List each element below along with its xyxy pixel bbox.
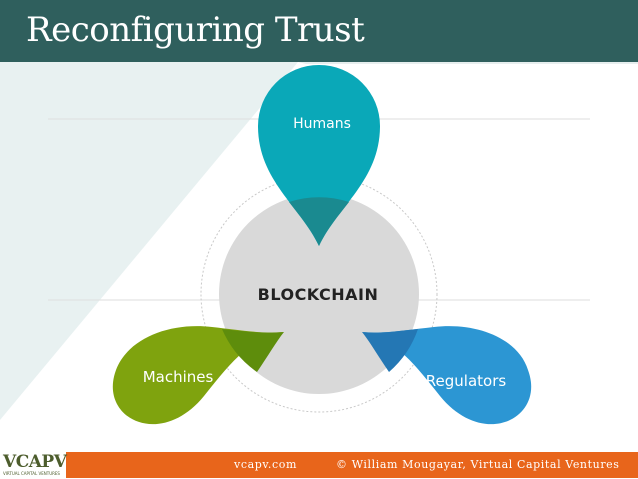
humans-label: Humans (293, 116, 351, 132)
machines-label: Machines (143, 368, 214, 386)
footer-copyright: © William Mougayar, Virtual Capital Vent… (336, 458, 620, 471)
logo-subtext: VIRTUAL CAPITAL VENTURES (3, 471, 60, 476)
slide-title: Reconfiguring Trust (26, 10, 365, 50)
footer-bar (66, 452, 638, 478)
humans-overlap (289, 197, 349, 246)
regulators-overlap (362, 329, 418, 372)
vcapv-logo: VCAPV VIRTUAL CAPITAL VENTURES (0, 452, 67, 479)
machines-overlap (222, 329, 284, 372)
regulators-label: Regulators (426, 372, 507, 390)
background-strip (298, 62, 638, 64)
title-bar: Reconfiguring Trust (0, 0, 638, 62)
footer-site-link[interactable]: vcapv.com (234, 458, 297, 471)
humans-petal (258, 65, 380, 246)
blockchain-label: BLOCKCHAIN (258, 285, 379, 304)
logo-text: VCAPV (3, 452, 67, 472)
background-wedge (0, 62, 298, 420)
outer-dashed-ring (200, 175, 438, 413)
